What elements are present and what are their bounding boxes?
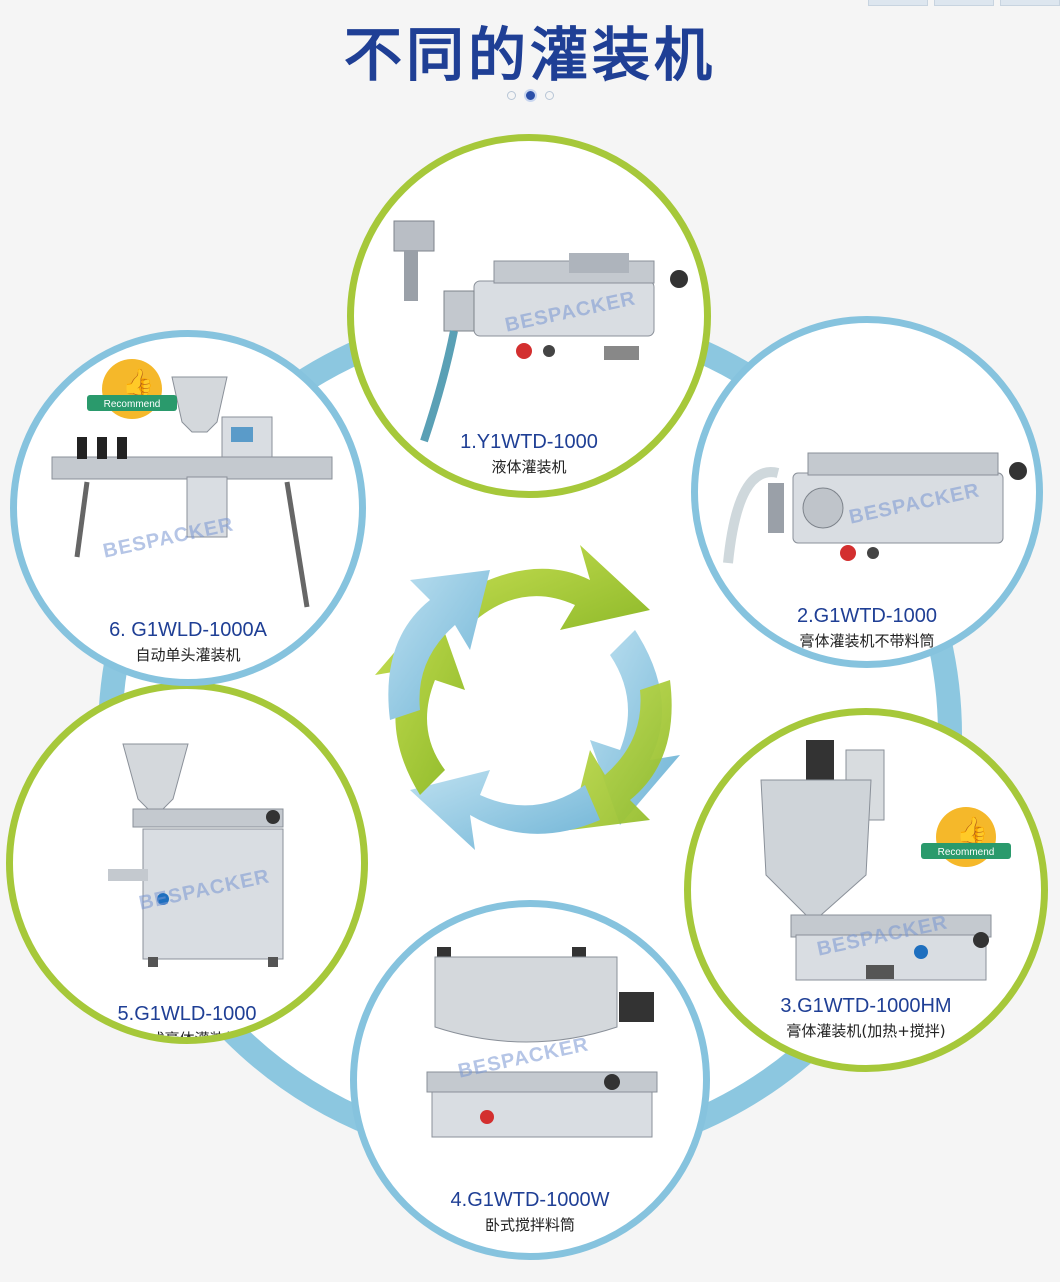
horizontal-mixing-hopper-image (426, 947, 658, 1138)
machine-card-6[interactable]: 👍 Recommend BESPACKER 6. G1WLD-1000A 自动单… (10, 330, 366, 686)
paste-filler-image (723, 452, 1027, 564)
machine-name: 立式膏体灌装机 (134, 1030, 240, 1044)
machine-model: 4.G1WTD-1000W (450, 1189, 610, 1211)
machine-model: 3.G1WTD-1000HM (780, 995, 952, 1017)
recommend-badge: 👍 Recommend (87, 359, 177, 419)
heated-mixing-filler-image (760, 740, 992, 981)
recommend-badge: 👍 Recommend (921, 807, 1011, 867)
carousel-dots (507, 89, 554, 102)
machine-card-5[interactable]: BESPACKER 5.G1WLD-1000 立式膏体灌装机 (6, 682, 368, 1044)
machine-label: 3.G1WTD-1000HM 膏体灌装机(加热+搅拌) (691, 995, 1041, 1041)
badge-label: Recommend (104, 399, 161, 410)
carousel-dot[interactable] (507, 91, 516, 100)
machine-model: 2.G1WTD-1000 (796, 605, 938, 627)
machine-name: 膏体灌装机(加热+搅拌) (786, 1022, 946, 1040)
machine-card-2[interactable]: BESPACKER 2.G1WTD-1000 膏体灌装机不带料筒 (691, 316, 1043, 668)
arrow-blue-left (388, 570, 490, 720)
machine-label: 4.G1WTD-1000W 卧式搅拌料筒 (357, 1189, 703, 1235)
page-title: 不同的灌装机 (343, 21, 716, 89)
machine-label: 5.G1WLD-1000 立式膏体灌装机 (13, 1003, 361, 1044)
carousel-dot-active[interactable] (524, 89, 537, 102)
automatic-filler-image (51, 376, 333, 608)
machine-card-1[interactable]: BESPACKER 1.Y1WTD-1000 液体灌装机 (347, 134, 711, 498)
machine-label: 2.G1WTD-1000 膏体灌装机不带料筒 (698, 605, 1036, 651)
machine-name: 卧式搅拌料筒 (484, 1216, 575, 1234)
machine-label: 1.Y1WTD-1000 液体灌装机 (354, 431, 704, 477)
badge-label: Recommend (938, 847, 995, 858)
carousel-dot[interactable] (545, 91, 554, 100)
liquid-filler-image (393, 220, 688, 443)
thumbs-up-icon: 👍 (122, 367, 154, 398)
thumbs-up-icon: 👍 (956, 815, 988, 846)
vertical-paste-filler-image (108, 743, 284, 967)
machine-card-3[interactable]: 👍 Recommend BESPACKER 3.G1WTD-1000HM 膏体灌… (684, 708, 1048, 1072)
machine-label: 6. G1WLD-1000A 自动单头灌装机 (17, 619, 359, 665)
machine-card-4[interactable]: BESPACKER 4.G1WTD-1000W 卧式搅拌料筒 (350, 900, 710, 1260)
machine-model: 5.G1WLD-1000 (117, 1003, 257, 1025)
arrow-blue-bottom (410, 770, 600, 850)
machine-name: 膏体灌装机不带料筒 (799, 632, 935, 650)
machine-model: 1.Y1WTD-1000 (460, 431, 598, 453)
arrow-green-top (450, 545, 650, 630)
machine-name: 液体灌装机 (491, 458, 567, 476)
machine-name: 自动单头灌装机 (135, 646, 241, 664)
arrow-green-right (570, 680, 672, 830)
machine-model: 6. G1WLD-1000A (109, 619, 267, 641)
cycle-arrows (375, 545, 680, 850)
